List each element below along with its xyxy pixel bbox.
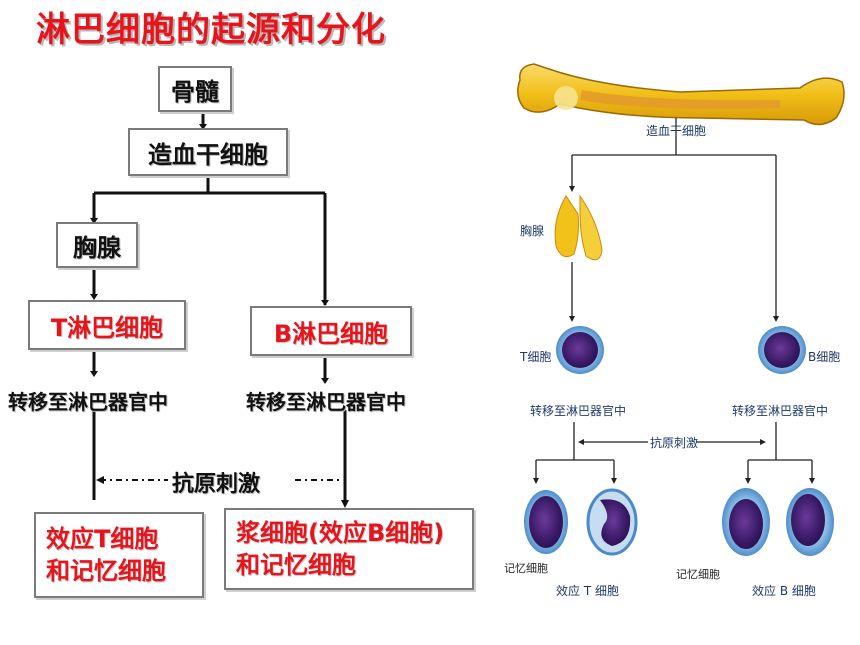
right-thymus-label: 胸腺 (520, 224, 545, 238)
antigen-stimulus-label: 抗原刺激 (172, 472, 261, 497)
right-t-migrate-label: 转移至淋巴器官中 (530, 404, 627, 418)
right-b-cell-label: B细胞 (808, 350, 841, 364)
page-title: 淋巴细胞的起源和分化 (36, 10, 386, 50)
b-memory-cell-icon (722, 488, 770, 556)
effector-t-line1: 效应T细胞 (46, 525, 159, 553)
thymus-box: 胸腺 (56, 222, 138, 268)
right-effector-t-label: 效应 T 细胞 (556, 584, 619, 598)
thymus-icon (554, 194, 603, 261)
effector-t-line2: 和记忆细胞 (46, 557, 166, 585)
right-b-migrate-label: 转移至淋巴器官中 (732, 404, 829, 418)
b-migrate-label: 转移至淋巴器官中 (246, 390, 406, 414)
right-memory-label-left: 记忆细胞 (504, 562, 548, 575)
t-cell-icon (556, 326, 604, 374)
plasma-and-memory-box: 浆细胞(效应B细胞) 和记忆细胞 (224, 508, 474, 590)
right-effector-b-label: 效应 B 细胞 (752, 584, 816, 598)
t-lymphocyte-box: T淋巴细胞 (28, 300, 186, 350)
b-cell-icon (758, 326, 806, 374)
right-memory-label-right: 记忆细胞 (676, 568, 720, 581)
left-flowchart-lines (90, 110, 349, 508)
plasma-line2: 和记忆细胞 (236, 551, 356, 579)
bone-icon (517, 63, 845, 126)
t-migrate-label: 转移至淋巴器官中 (8, 390, 168, 414)
hematopoietic-stem-cell-box: 造血干细胞 (128, 128, 288, 176)
plasma-line1: 浆细胞(效应B细胞) (236, 519, 445, 547)
t-memory-cell-icon (524, 490, 568, 554)
right-hsc-label: 造血干细胞 (646, 124, 707, 138)
effector-t-cell-icon (586, 488, 638, 556)
right-t-cell-label: T细胞 (520, 350, 552, 364)
bone-marrow-box: 骨髓 (158, 66, 232, 112)
b-lymphocyte-box: B淋巴细胞 (250, 306, 412, 356)
effector-b-cell-icon (786, 488, 834, 556)
right-antigen-label: 抗原刺激 (650, 436, 699, 450)
effector-t-and-memory-box: 效应T细胞 和记忆细胞 (34, 512, 204, 598)
